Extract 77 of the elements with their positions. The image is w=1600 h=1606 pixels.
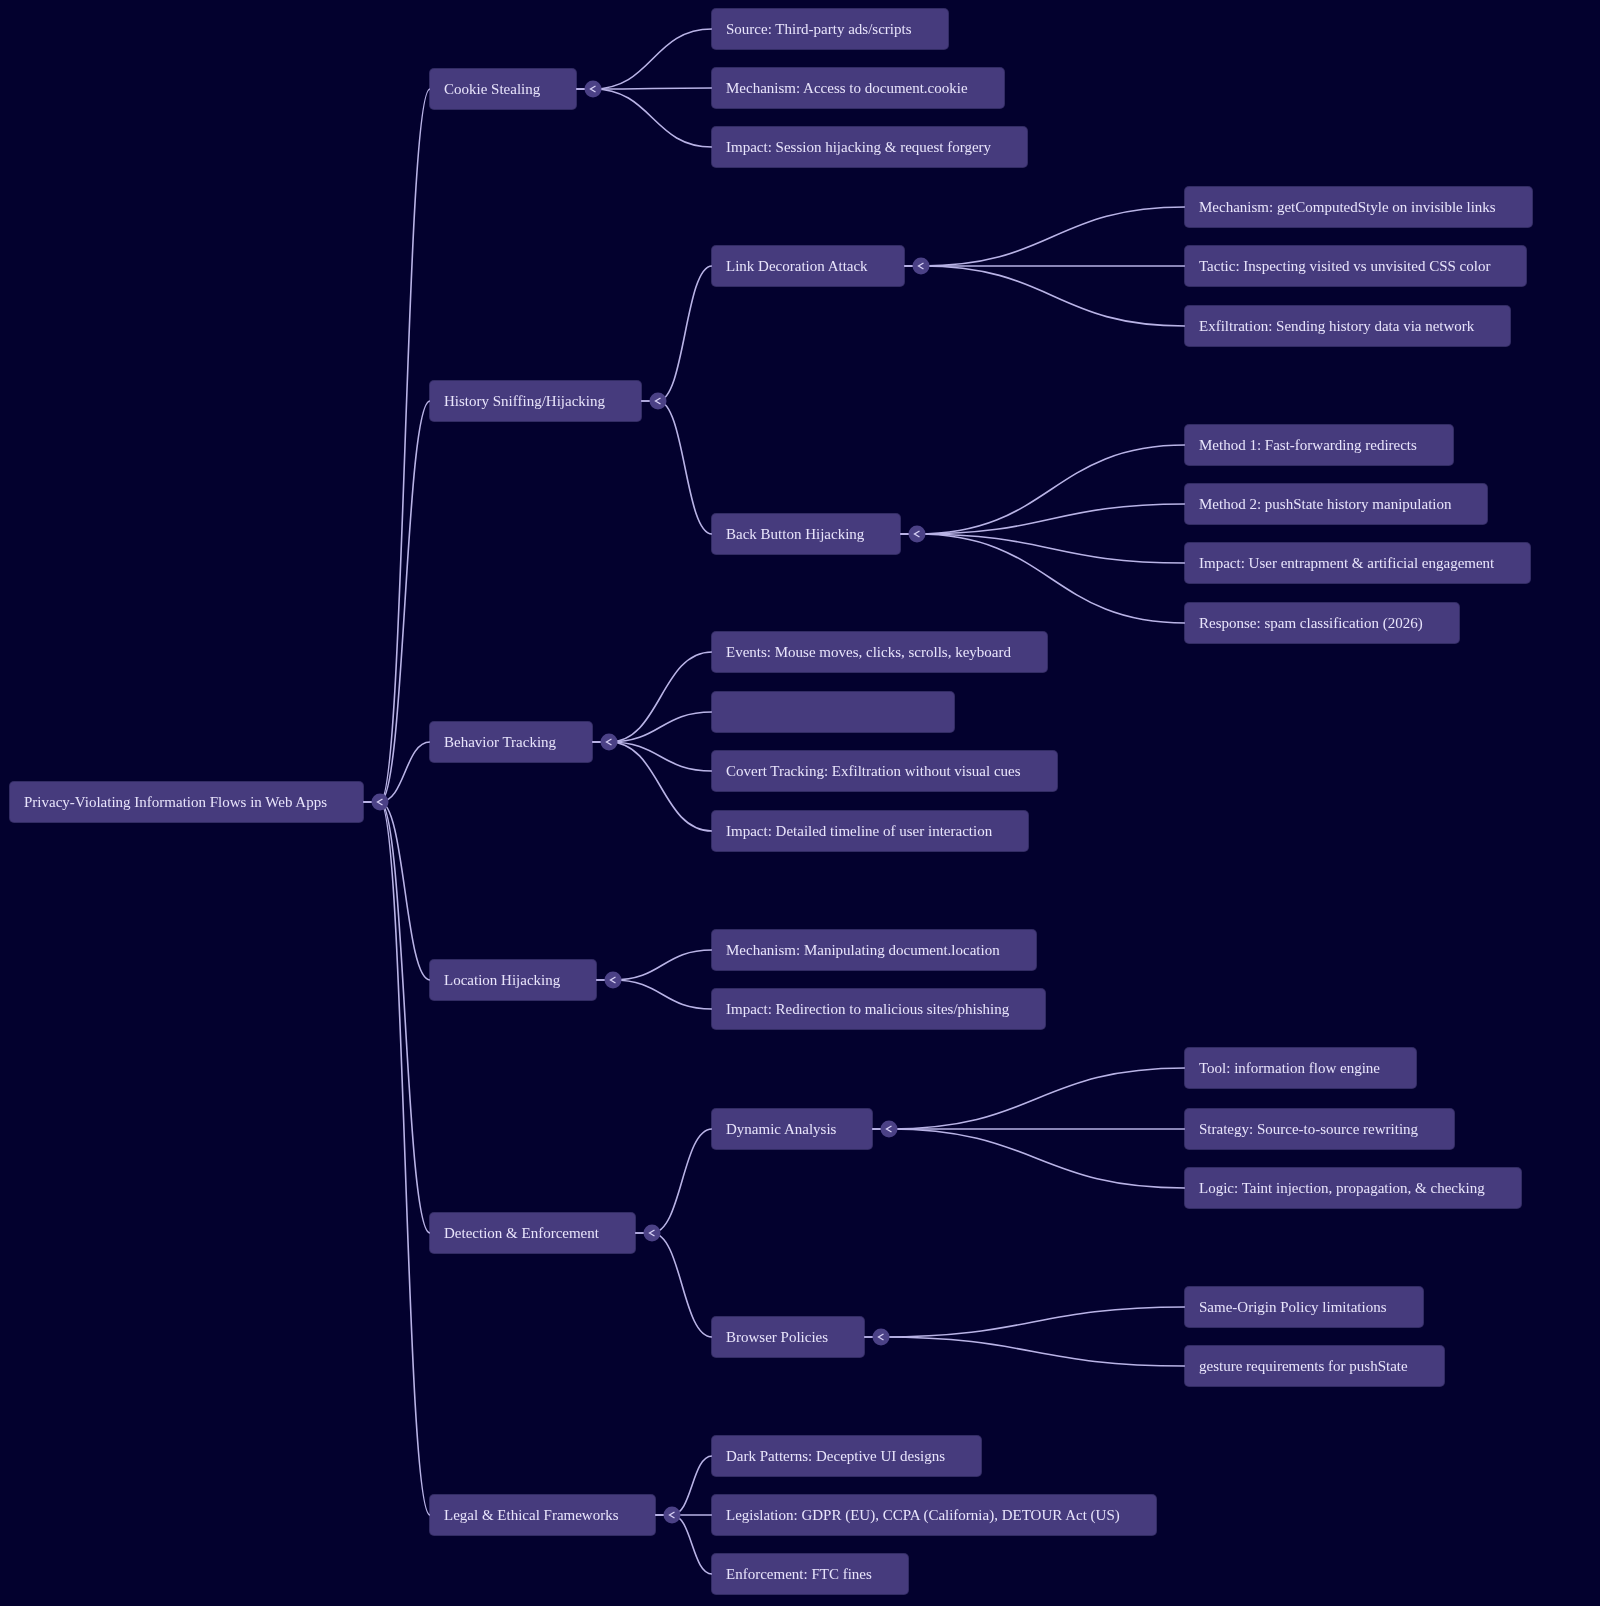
topic-node: [712, 930, 1036, 970]
topic-label: Source: Third-party ads/scripts: [726, 20, 912, 38]
topic-label: Impact: Session hijacking & request forgery: [726, 138, 992, 156]
branch-line: [634, 1232, 713, 1338]
topic-node: [1185, 603, 1459, 643]
topic-label: Behavior Tracking: [444, 733, 557, 751]
topic-label: Legal & Ethical Frameworks: [444, 1506, 619, 1524]
topic-label: Tool: information flow engine: [1199, 1059, 1380, 1077]
topic-label: Method 2: pushState history manipulation: [1199, 495, 1452, 513]
topic-label: Mechanism: Access to document.cookie: [726, 79, 968, 97]
topic-label: Tactic: Inspecting visited vs unvisited CSS color: [1199, 257, 1491, 275]
topic-label: Covert Tracking: Exfiltration without visual cues: [726, 762, 1021, 780]
topic-node: [712, 9, 948, 49]
topic-node: [712, 514, 901, 554]
topic-node: [712, 751, 1057, 791]
topic-label: Link Decoration Attack: [726, 257, 868, 275]
topic-label: Strategy: Source-to-source rewriting: [1199, 1120, 1419, 1138]
topic-label: Dynamic Analysis: [726, 1120, 837, 1138]
topic-node: [1185, 484, 1488, 524]
topic-label: Legislation: GDPR (EU), CCPA (California), DETOUR Act (US): [726, 1506, 1120, 1524]
topic-node: [1185, 306, 1511, 346]
topic-label: gesture requirements for pushState: [1199, 1357, 1408, 1375]
topic-node: [1185, 543, 1531, 583]
topic-label: Exfiltration: Sending history data via network: [1199, 317, 1475, 335]
topic-label: Same-Origin Policy limitations: [1199, 1298, 1387, 1316]
topic-node: [430, 960, 597, 1000]
topic-label: Mechanism: Manipulating document.location: [726, 941, 1000, 959]
topic-node: [712, 692, 954, 732]
topic-label: Impact: User entrapment & artificial engagement: [1199, 554, 1495, 572]
topic-label: Impact: Redirection to malicious sites/phishing: [726, 1000, 1010, 1018]
topic-node: [1185, 1346, 1444, 1386]
topic-label: Enforcement: FTC fines: [726, 1565, 872, 1583]
topic-node: [712, 811, 1029, 851]
branch-line: [903, 265, 1186, 327]
topic-node: [430, 381, 641, 421]
topic-label: Detection & Enforcement: [444, 1224, 599, 1242]
topic-label: Response: spam classification (2026): [1199, 614, 1423, 632]
topic-node: [712, 1495, 1156, 1535]
topic-label: Browser Policies: [726, 1328, 829, 1346]
topic-node: [1185, 187, 1532, 227]
topic-node: [430, 1495, 655, 1535]
topic-label: Logic: Taint injection, propagation, & checking: [1199, 1179, 1485, 1197]
topic-label: Back Button Hijacking: [726, 525, 865, 543]
topic-node: [1185, 1109, 1455, 1149]
topic-label: History Sniffing/Hijacking: [444, 392, 605, 410]
topic-label: Location Hijacking: [444, 971, 561, 989]
topic-node: [430, 69, 577, 109]
topic-node: [712, 1436, 982, 1476]
topic-label: Method 1: Fast-forwarding redirects: [1199, 436, 1417, 454]
topic-node: [712, 68, 1004, 108]
topic-node: [712, 127, 1028, 167]
central-topic-node: [10, 782, 363, 822]
topic-label: Cookie Stealing: [444, 80, 541, 98]
topic-node: [712, 246, 904, 286]
branch-line: [871, 1128, 1186, 1189]
topic-node: [712, 1554, 908, 1594]
topic-node: [1185, 1287, 1423, 1327]
topic-node: [712, 1109, 873, 1149]
branch-line: [654, 1514, 713, 1575]
topic-label: Dark Patterns: Deceptive UI designs: [726, 1447, 946, 1465]
topic-node: [1185, 425, 1453, 465]
topic-node: [430, 722, 593, 762]
topic-node: [712, 1317, 865, 1357]
branch-line: [595, 979, 713, 1010]
topic-label: Mechanism: getComputedStyle on invisible links: [1199, 198, 1496, 216]
topic-node: [430, 1213, 635, 1253]
topic-label: Privacy-Violating Information Flows in Web Apps: [24, 793, 327, 811]
topic-node: [712, 989, 1046, 1029]
topic-label: Impact: Detailed timeline of user interaction: [726, 822, 993, 840]
branch-line: [640, 400, 713, 535]
branch-line: [575, 88, 713, 148]
topic-node: [712, 632, 1047, 672]
topic-node: [1185, 1168, 1521, 1208]
topic-node: [1185, 246, 1527, 286]
topic-label: Events: Mouse moves, clicks, scrolls, keyboard: [726, 643, 1011, 661]
branch-line: [863, 1336, 1186, 1367]
topic-node: [1185, 1048, 1416, 1088]
